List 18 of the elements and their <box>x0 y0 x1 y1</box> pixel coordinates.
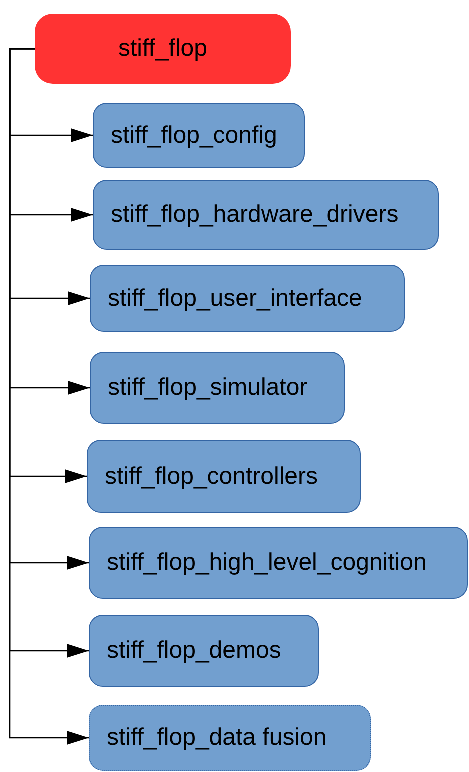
package-name: stiff_flop_hardware_drivers <box>111 200 399 230</box>
package-box <box>89 615 319 687</box>
root-package-box <box>35 14 291 84</box>
package-name: stiff_flop_user_interface <box>108 284 362 314</box>
package-box <box>93 103 305 168</box>
package-box <box>87 440 361 513</box>
package-box <box>89 527 468 599</box>
package-name: stiff_flop_controllers <box>105 462 318 492</box>
package-name: stiff_flop_simulator <box>108 373 308 403</box>
package-name: stiff_flop_demos <box>107 636 282 666</box>
package-box <box>90 265 405 332</box>
package-name: stiff_flop_data fusion <box>107 723 327 753</box>
package-box <box>90 352 345 424</box>
package-name: stiff_flop_high_level_cognition <box>107 548 427 578</box>
package-name: stiff_flop <box>118 34 208 64</box>
package-name: stiff_flop_config <box>111 120 278 150</box>
package-box <box>93 180 439 250</box>
package-box <box>89 705 371 771</box>
